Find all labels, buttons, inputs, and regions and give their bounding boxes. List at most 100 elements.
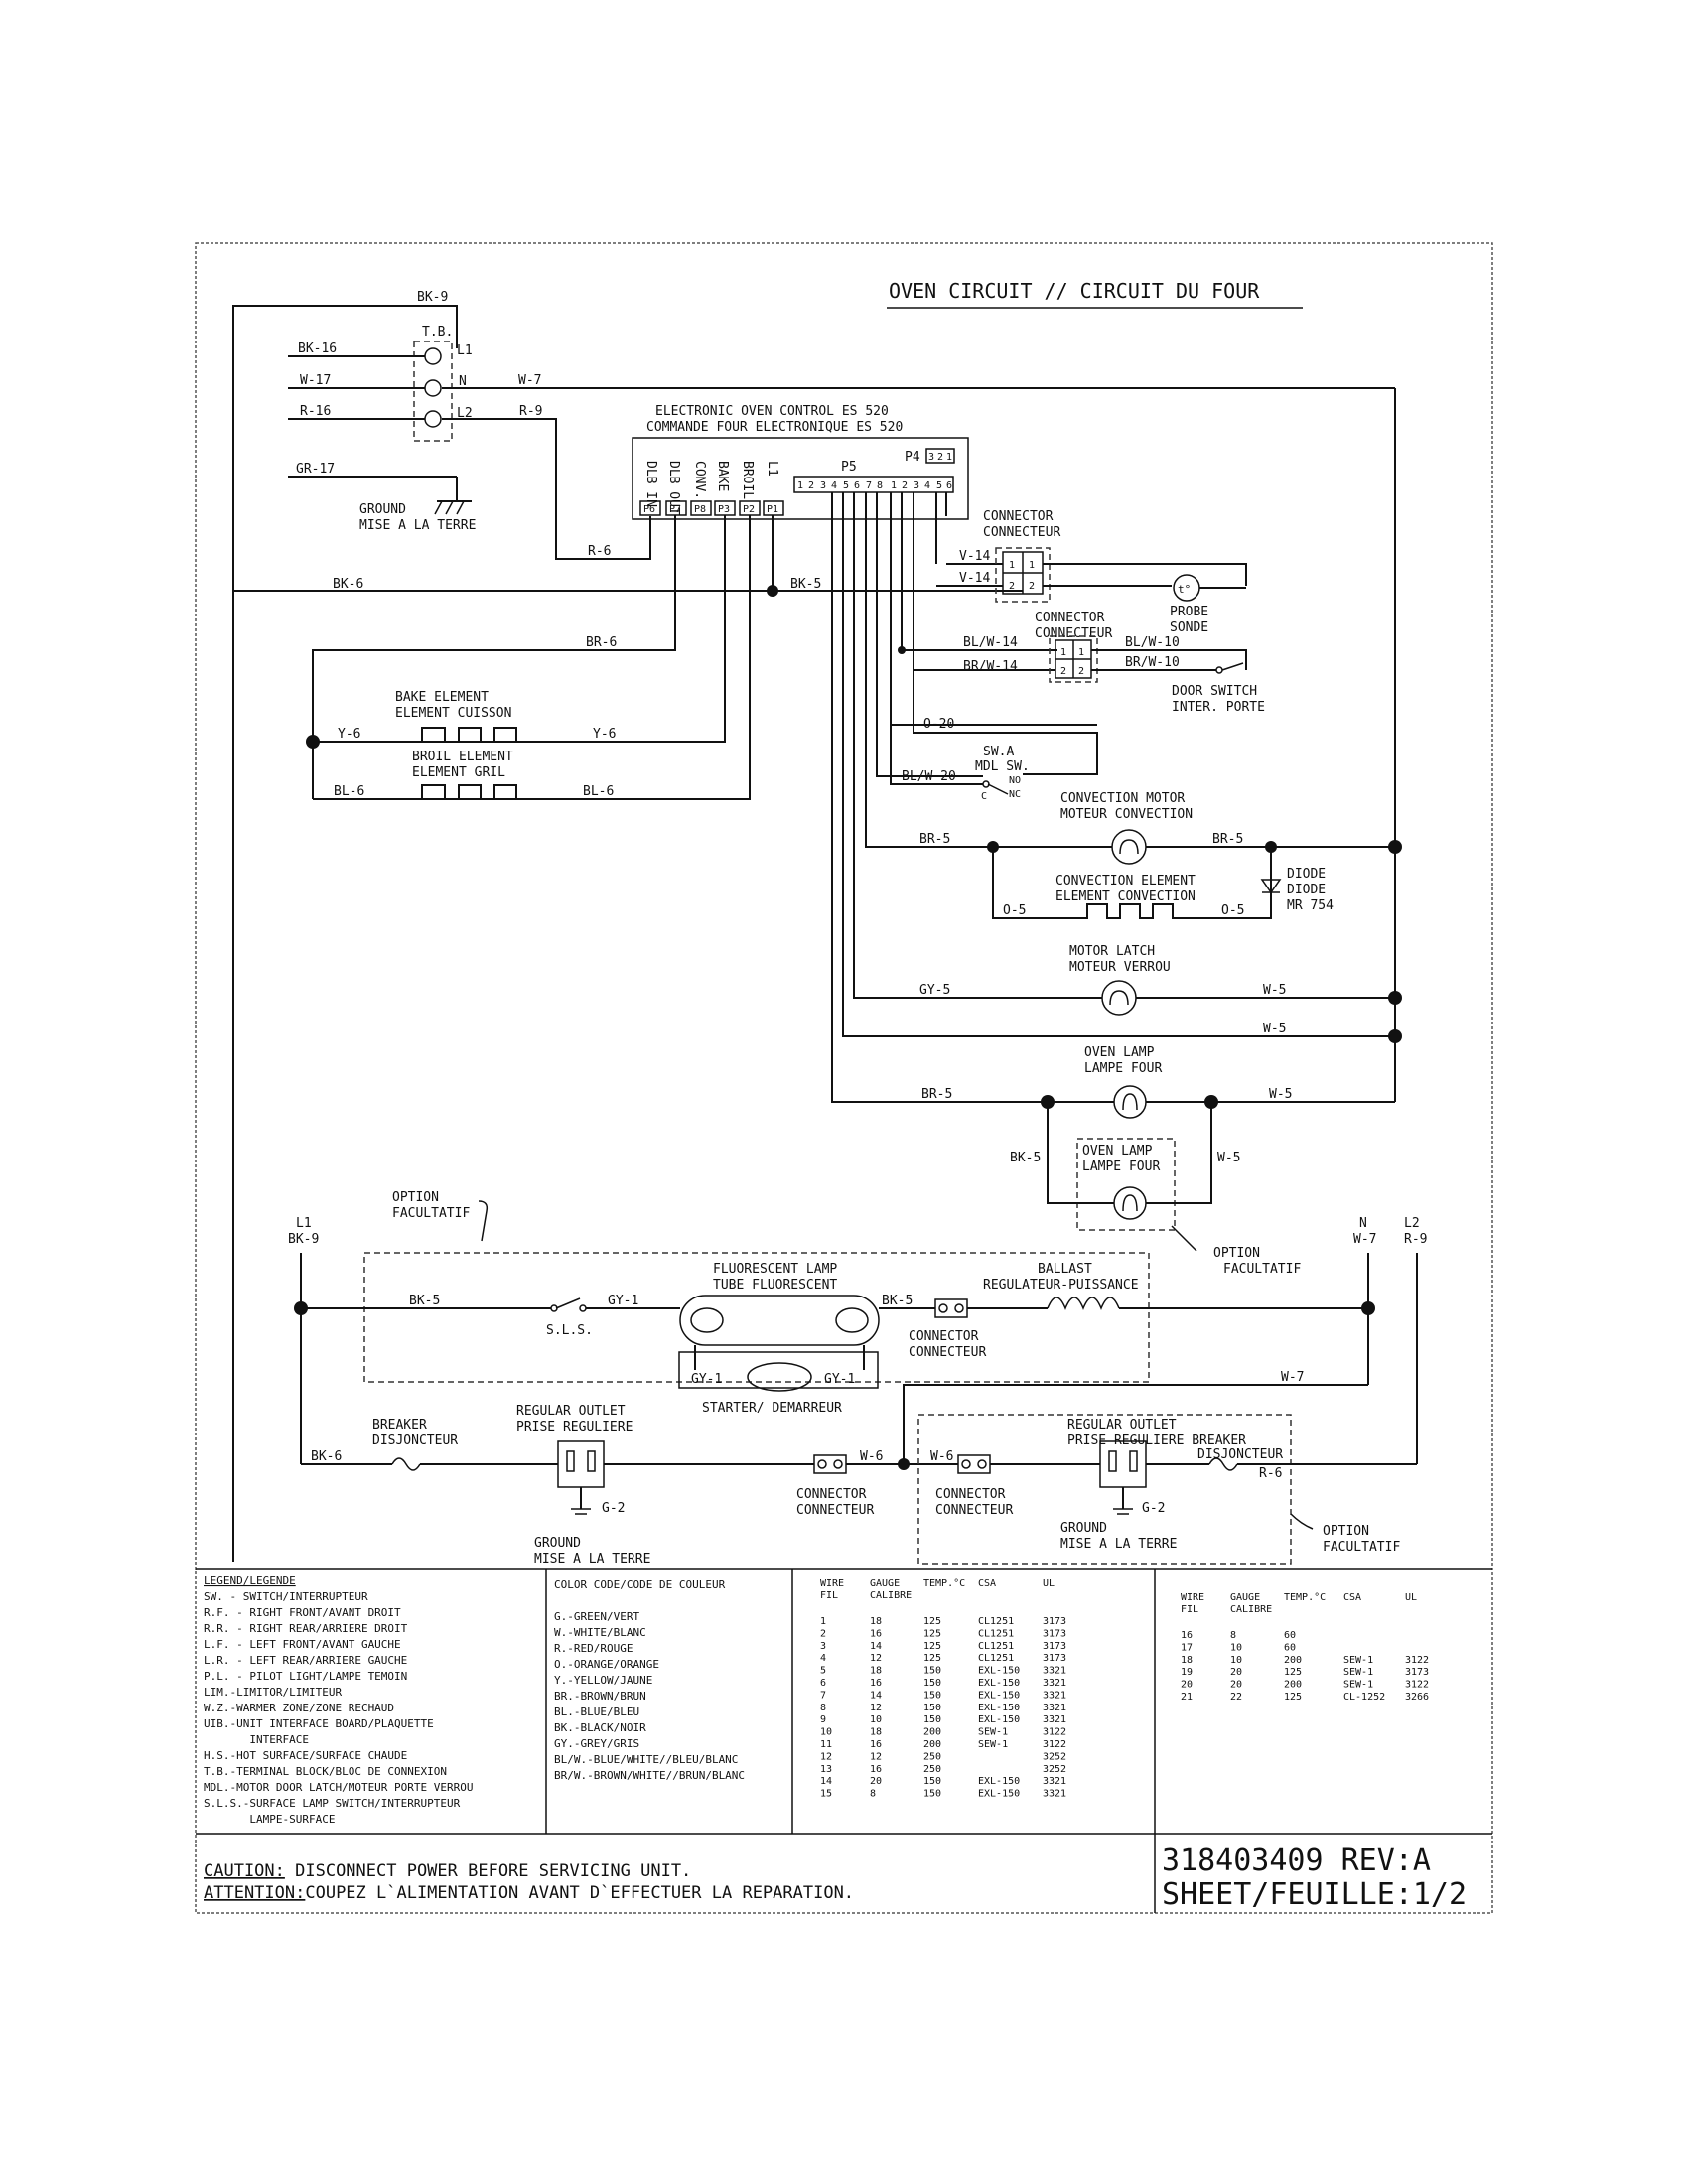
svg-text:BK-5: BK-5 [790,577,821,592]
svg-text:MDL SW.: MDL SW. [975,759,1030,774]
table-cell: 12 [870,1751,882,1762]
table-header: WIRE [1181,1592,1204,1603]
svg-text:W-5: W-5 [1263,983,1286,998]
svg-text:2: 2 [902,480,908,491]
svg-text:CONNECTEUR: CONNECTEUR [935,1503,1013,1518]
svg-text:REGULATEUR-PUISSANCE: REGULATEUR-PUISSANCE [983,1278,1139,1293]
outlet-icon [557,1440,605,1488]
door-switch-icon [1215,666,1223,674]
svg-text:CONNECTOR: CONNECTOR [909,1329,979,1344]
svg-text:UIB.-UNIT INTERFACE BOARD/PLAQ: UIB.-UNIT INTERFACE BOARD/PLAQUETTE [204,1717,434,1730]
diode-icon [1260,879,1282,894]
table-cell: 1 [820,1616,826,1627]
svg-text:BK.-BLACK/NOIR: BK.-BLACK/NOIR [554,1721,646,1734]
table-cell: 11 [820,1739,832,1750]
table-cell: 9 [820,1714,826,1725]
table-cell: 200 [923,1727,941,1738]
svg-text:7: 7 [866,480,872,491]
svg-text:2: 2 [808,480,814,491]
svg-text:GY-1: GY-1 [824,1372,855,1387]
svg-text:G.-GREEN/VERT: G.-GREEN/VERT [554,1610,639,1623]
svg-text:REGULAR OUTLET: REGULAR OUTLET [1067,1418,1177,1433]
svg-text:CONNECTOR: CONNECTOR [983,509,1054,524]
svg-text:GY-5: GY-5 [919,983,950,998]
ground-symbol: GR-17 GROUND MISE A LA TERRE [288,462,476,533]
svg-text:P.L. - PILOT LIGHT/LAMPE TEMOI: P.L. - PILOT LIGHT/LAMPE TEMOIN [204,1670,407,1683]
svg-text:W.Z.-WARMER ZONE/ZONE RECHAUD: W.Z.-WARMER ZONE/ZONE RECHAUD [204,1702,394,1714]
svg-text:W.-WHITE/BLANC: W.-WHITE/BLANC [554,1626,646,1639]
svg-text:O.-ORANGE/ORANGE: O.-ORANGE/ORANGE [554,1658,659,1671]
svg-text:DISJONCTEUR: DISJONCTEUR [1197,1447,1283,1462]
svg-text:SW.A: SW.A [983,745,1014,759]
table-cell: 20 [870,1776,882,1787]
svg-text:GR-17: GR-17 [296,462,335,477]
svg-text:BL-6: BL-6 [583,784,614,799]
convection-element: CONVECTION ELEMENT ELEMENT CONVECTION O-… [992,847,1334,919]
table-cell: 8 [820,1703,826,1713]
table-cell: 7 [820,1690,826,1701]
svg-text:L1: L1 [296,1216,312,1231]
table-cell: 16 [870,1628,882,1639]
table-cell: 18 [870,1727,882,1738]
svg-text:N: N [1359,1216,1367,1231]
svg-text:BK-5: BK-5 [409,1294,440,1308]
svg-text:BR/W-14: BR/W-14 [963,659,1018,674]
svg-text:GROUND: GROUND [359,502,406,517]
sheet-border [195,242,1493,1914]
svg-text:G-2: G-2 [1142,1501,1165,1516]
table-cell: 3122 [1405,1655,1429,1666]
table-cell: CL1251 [978,1641,1014,1652]
svg-text:BK-5: BK-5 [882,1294,913,1308]
table-cell: 3321 [1043,1690,1066,1701]
svg-text:LEGEND/LEGENDE: LEGEND/LEGENDE [204,1574,296,1587]
svg-text:PRISE REGULIERE BREAKER: PRISE REGULIERE BREAKER [1067,1433,1246,1448]
svg-text:W-7: W-7 [518,373,541,388]
svg-text:T.B.-TERMINAL BLOCK/BLOC DE CO: T.B.-TERMINAL BLOCK/BLOC DE CONNEXION [204,1765,447,1778]
svg-text:MDL.-MOTOR DOOR LATCH/MOTEUR P: MDL.-MOTOR DOOR LATCH/MOTEUR PORTE VERRO… [204,1781,474,1794]
svg-text:BR-5: BR-5 [921,1087,952,1102]
svg-text:O-5: O-5 [1003,903,1026,918]
svg-text:MISE A LA TERRE: MISE A LA TERRE [359,518,476,533]
svg-text:W-17: W-17 [300,373,331,388]
table-cell: 15 [820,1789,832,1800]
table-cell: 250 [923,1764,941,1775]
table-cell: 16 [1181,1630,1193,1641]
svg-text:CONNECTOR: CONNECTOR [1035,611,1105,625]
svg-text:REGULAR OUTLET: REGULAR OUTLET [516,1404,626,1419]
table-cell: 150 [923,1789,941,1800]
table-header: UL [1405,1592,1417,1603]
table-header: TEMP.°C [1284,1592,1326,1603]
svg-text:BREAKER: BREAKER [372,1418,427,1433]
svg-text:PROBE: PROBE [1170,605,1208,619]
table-cell: 150 [923,1666,941,1677]
svg-text:BK-16: BK-16 [298,341,337,356]
table-cell: 3321 [1043,1714,1066,1725]
svg-text:CONVECTION ELEMENT: CONVECTION ELEMENT [1055,874,1196,888]
table-cell: 18 [870,1616,882,1627]
svg-text:G-2: G-2 [602,1501,625,1516]
table-cell: CL1251 [978,1653,1014,1664]
table-cell: 200 [1284,1680,1302,1691]
svg-text:P3: P3 [718,504,730,515]
sheet-number: SHEET/FEUILLE:1/2 [1162,1877,1467,1912]
svg-text:W-7: W-7 [1281,1370,1304,1385]
table-cell: SEW-1 [1343,1667,1373,1678]
table-header: UL [1043,1578,1055,1589]
svg-text:CONNECTEUR: CONNECTEUR [909,1345,986,1360]
svg-text:R-16: R-16 [300,404,331,419]
svg-text:L2: L2 [1404,1216,1420,1231]
table-cell: 10 [1230,1655,1242,1666]
svg-text:L.R. - LEFT REAR/ARRIERE GAUCH: L.R. - LEFT REAR/ARRIERE GAUCHE [204,1654,407,1667]
table-cell: 21 [1181,1692,1193,1703]
svg-text:P1: P1 [767,504,778,515]
surface-lamp-circuit: L1 BK-9 OPTION FACULTATIF N W-7 L2 R-9 B… [288,1190,1427,1464]
table-cell: 6 [820,1678,826,1689]
svg-text:2: 2 [1060,666,1066,677]
svg-text:W-5: W-5 [1263,1022,1286,1036]
table-cell: 125 [1284,1667,1302,1678]
table-cell: 17 [1181,1642,1193,1653]
table-cell: 125 [923,1653,941,1664]
table-cell: 22 [1230,1692,1242,1703]
table-header: GAUGE [1230,1592,1260,1603]
svg-text:GY-1: GY-1 [691,1372,722,1387]
